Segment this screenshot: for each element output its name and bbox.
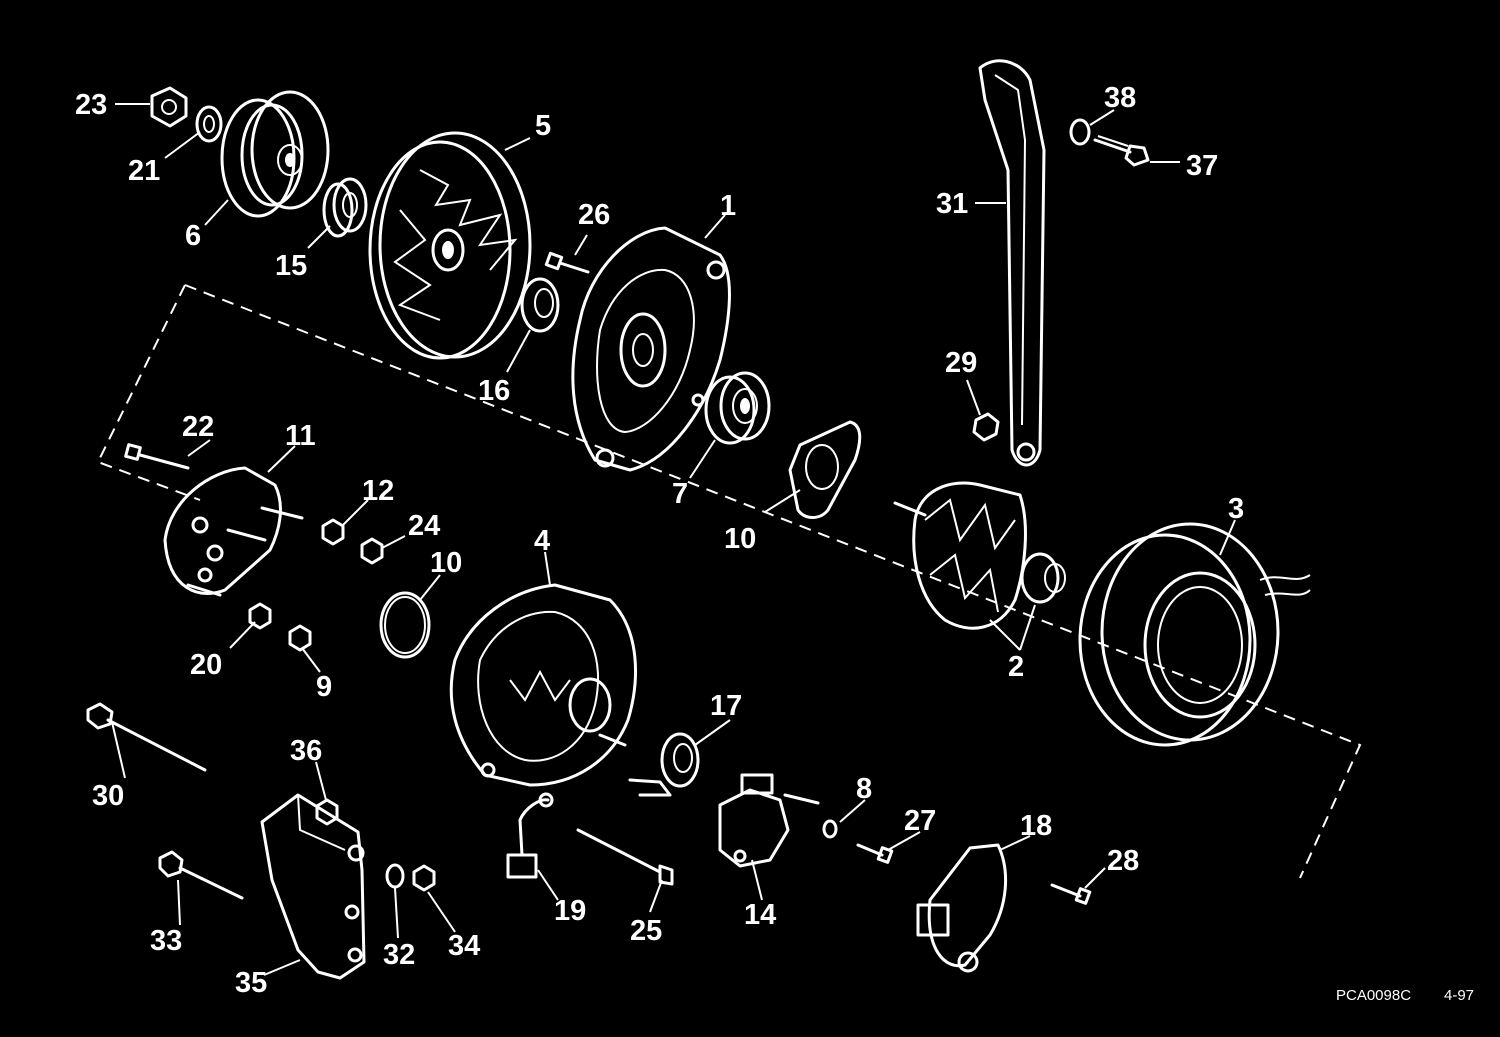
callout-17: 17: [710, 690, 742, 722]
callout-21: 21: [128, 155, 160, 187]
callout-18: 18: [1020, 810, 1052, 842]
callout-10-lower: 10: [430, 547, 462, 579]
callout-25: 25: [630, 915, 662, 947]
callout-5: 5: [535, 110, 551, 142]
callout-37: 37: [1186, 150, 1218, 182]
part-1-front-housing: [571, 226, 731, 472]
callout-10-upper: 10: [724, 523, 756, 555]
callout-9: 9: [316, 671, 332, 703]
callout-11: 11: [285, 420, 316, 452]
callout-23: 23: [75, 89, 107, 121]
callout-22: 22: [182, 411, 214, 443]
part-12-nut: [321, 518, 345, 546]
part-17-seal: [628, 732, 700, 797]
part-18-cover: [916, 843, 1008, 973]
part-37-bolt: [1093, 135, 1150, 167]
part-26-screw: [544, 251, 590, 274]
callout-36: 36: [290, 735, 322, 767]
part-10-gasket: [788, 420, 862, 519]
part-3-stator: [1078, 522, 1311, 747]
part-15-spacer: [322, 177, 368, 238]
part-25-bolt: [576, 828, 674, 886]
part-31-bracket-strap: [978, 59, 1046, 467]
assembly-dashed-outline-left: [96, 284, 201, 501]
callout-31: 31: [936, 188, 968, 220]
leader-lines: [111, 103, 1236, 976]
callout-28: 28: [1107, 845, 1139, 877]
callout-32: 32: [383, 939, 415, 971]
part-38-washer: [1069, 118, 1091, 146]
callout-15: 15: [275, 250, 307, 282]
part-10-o-ring: [379, 591, 431, 659]
part-35-mounting-bracket: [260, 793, 366, 980]
callout-27: 27: [904, 805, 936, 837]
callout-4: 4: [534, 525, 550, 557]
part-23-nut: [150, 86, 188, 128]
callout-35: 35: [235, 967, 267, 999]
callout-24: 24: [408, 510, 440, 542]
part-27-screw: [856, 843, 894, 864]
callout-26: 26: [578, 199, 610, 231]
part-30-bolt: [86, 702, 207, 772]
callout-3: 3: [1228, 493, 1244, 525]
part-11-brush-plate: [163, 466, 304, 597]
part-36-nut: [315, 798, 339, 826]
callout-33: 33: [150, 925, 182, 957]
part-7-bearing: [704, 371, 771, 445]
callout-6: 6: [185, 220, 201, 252]
footer-date: 4-97: [1444, 987, 1474, 1004]
part-4-rear-housing: [449, 583, 637, 787]
part-14-regulator: [718, 773, 820, 868]
callout-2: 2: [1008, 651, 1024, 683]
part-8-washer: [822, 819, 838, 839]
part-20-nut: [248, 602, 272, 630]
part-19-brush: [506, 792, 554, 879]
part-24-nut: [360, 537, 384, 565]
callout-29: 29: [945, 347, 977, 379]
part-34-nut: [412, 864, 436, 892]
callout-7: 7: [672, 478, 688, 510]
callout-34: 34: [448, 930, 480, 962]
callout-labels: 1 2 3 4 5 6 7 8 9 10 10 11 12 14 15 16 1…: [75, 82, 1244, 999]
part-5-fan: [368, 131, 532, 360]
callout-38: 38: [1104, 82, 1136, 114]
part-29-nut: [972, 412, 1000, 442]
part-21-washer: [195, 105, 223, 143]
part-32-washer: [385, 863, 405, 889]
part-2-rotor: [893, 481, 1066, 630]
part-33-bolt: [158, 850, 244, 900]
part-16-bearing: [520, 277, 560, 333]
part-28-screw: [1050, 883, 1092, 905]
assembly-dashed-outline: [184, 284, 1362, 879]
callout-1: 1: [720, 190, 736, 222]
callout-12: 12: [362, 475, 394, 507]
footer-code: PCA0098C: [1336, 987, 1411, 1004]
callout-20: 20: [190, 649, 222, 681]
callout-19: 19: [554, 895, 586, 927]
part-6-pulley: [220, 90, 330, 218]
callout-30: 30: [92, 780, 124, 812]
callout-14: 14: [744, 899, 776, 931]
callout-16: 16: [478, 375, 510, 407]
part-9-nut: [288, 624, 312, 652]
part-22-screw: [124, 443, 190, 470]
callout-8: 8: [856, 773, 872, 805]
